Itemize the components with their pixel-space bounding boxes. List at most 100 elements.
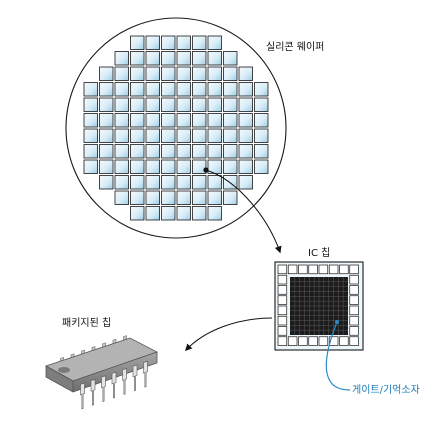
wafer-die — [161, 159, 176, 174]
chip-to-package-arrow — [185, 317, 273, 352]
wafer-die — [161, 66, 176, 81]
wafer-die — [99, 175, 114, 190]
front-pin — [80, 382, 85, 410]
wafer-die — [145, 35, 160, 50]
bond-pad — [308, 264, 318, 275]
wafer-die — [130, 82, 145, 97]
wafer-die — [145, 66, 160, 81]
wafer-die — [176, 206, 191, 221]
wafer-die — [192, 51, 207, 66]
wafer-die — [207, 97, 222, 112]
wafer-die — [145, 113, 160, 128]
wafer-die — [207, 190, 222, 205]
ic-chip — [274, 261, 364, 351]
wafer-die — [207, 144, 222, 159]
wafer-die — [130, 35, 145, 50]
wafer-die — [114, 190, 129, 205]
wafer-die — [114, 51, 129, 66]
wafer-die — [161, 175, 176, 190]
front-pin — [143, 360, 148, 388]
wafer-die — [130, 159, 145, 174]
wafer-die — [254, 128, 269, 143]
wafer-die-grid — [83, 35, 269, 221]
bond-pad — [277, 336, 288, 346]
bond-pad — [277, 264, 288, 275]
wafer-die — [161, 35, 176, 50]
front-pin — [132, 364, 138, 392]
chip-bond-pads — [277, 264, 359, 346]
packaged-chip — [45, 335, 159, 410]
bond-pad — [349, 326, 359, 336]
bond-pad — [277, 285, 288, 295]
wafer-die — [207, 35, 222, 50]
wafer-die — [99, 113, 114, 128]
wafer-die — [130, 113, 145, 128]
wafer-die — [192, 97, 207, 112]
wafer-die — [161, 97, 176, 112]
wafer-die — [176, 113, 191, 128]
wafer-die — [161, 144, 176, 159]
wafer-die — [130, 97, 145, 112]
wafer-die — [83, 144, 98, 159]
wafer-die — [207, 82, 222, 97]
wafer-die — [238, 66, 253, 81]
bond-pad — [349, 295, 359, 305]
wafer-die — [207, 206, 222, 221]
bond-pad — [277, 305, 288, 316]
wafer-die — [238, 144, 253, 159]
wafer-die — [223, 113, 238, 128]
bond-pad — [328, 264, 339, 275]
wafer-die — [99, 97, 114, 112]
wafer-die — [223, 51, 238, 66]
wafer-die — [99, 128, 114, 143]
wafer-die — [192, 159, 207, 174]
wafer-die — [145, 144, 160, 159]
wafer-die — [83, 159, 98, 174]
wafer-die — [99, 82, 114, 97]
wafer-die — [130, 206, 145, 221]
wafer-die — [114, 66, 129, 81]
wafer-die — [114, 159, 129, 174]
front-pin — [111, 371, 117, 399]
wafer-die — [130, 128, 145, 143]
wafer-die — [145, 82, 160, 97]
wafer-die — [238, 82, 253, 97]
pin1-notch — [58, 367, 70, 373]
wafer-die — [176, 144, 191, 159]
chip-pins-front — [80, 360, 148, 410]
front-pin — [90, 379, 96, 406]
wafer-label: 실리콘 웨이퍼 — [266, 42, 325, 53]
wafer-die — [223, 128, 238, 143]
wafer-die — [207, 66, 222, 81]
wafer-die — [114, 113, 129, 128]
wafer-die — [192, 144, 207, 159]
bond-pad — [339, 264, 349, 275]
wafer-die — [83, 128, 98, 143]
wafer-die — [114, 144, 129, 159]
wafer-die — [161, 113, 176, 128]
wafer-die — [130, 51, 145, 66]
bond-pad — [349, 336, 359, 346]
bond-pad — [339, 336, 349, 346]
wafer-die — [254, 113, 269, 128]
wafer-die — [254, 97, 269, 112]
wafer-die — [145, 97, 160, 112]
wafer-die — [99, 144, 114, 159]
wafer-die — [83, 82, 98, 97]
front-pin — [101, 375, 106, 402]
ic-chip-label: IC 칩 — [308, 248, 331, 259]
wafer-die — [238, 113, 253, 128]
wafer-die — [223, 66, 238, 81]
wafer-die — [83, 113, 98, 128]
wafer-die — [223, 190, 238, 205]
wafer-die — [223, 97, 238, 112]
gate-pointer-line — [325, 321, 351, 391]
wafer-die — [114, 97, 129, 112]
wafer-die — [99, 159, 114, 174]
wafer-die — [145, 206, 160, 221]
wafer-die — [114, 175, 129, 190]
wafer-die — [145, 128, 160, 143]
wafer-die — [254, 82, 269, 97]
wafer-die — [192, 128, 207, 143]
